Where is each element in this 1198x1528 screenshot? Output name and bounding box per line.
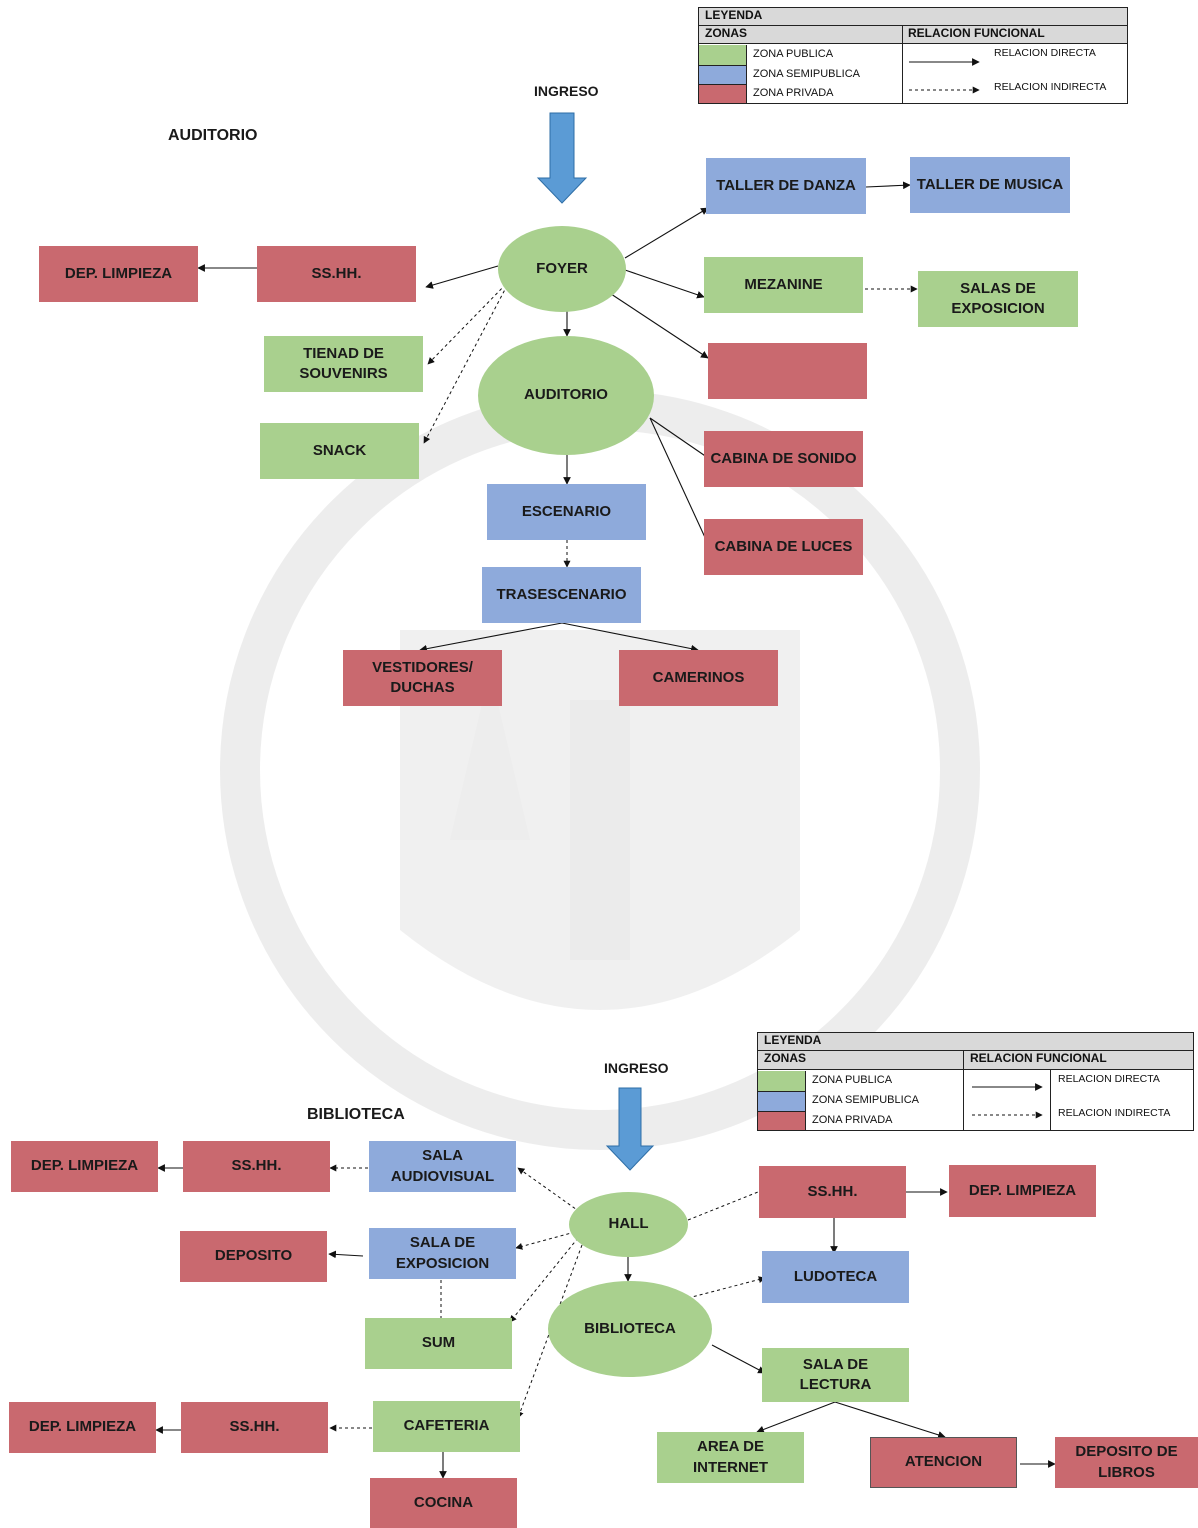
- node-taller-musica: TALLER DE MUSICA: [910, 157, 1070, 213]
- node-dep-limpieza-1: DEP. LIMPIEZA: [11, 1141, 158, 1192]
- edge-foyer-snack: [423, 279, 511, 444]
- legend-swatch-privada: [699, 84, 747, 103]
- node-sshh-1: SS.HH.: [183, 1141, 330, 1192]
- edge-danza-musica: [865, 181, 911, 190]
- legend-swatch-publica: [699, 45, 747, 65]
- node-hall: HALL: [569, 1192, 688, 1257]
- edge-foyer-tallerdanza: [624, 207, 709, 259]
- node-vestidores: VESTIDORES/ DUCHAS: [343, 650, 502, 706]
- ingreso-arrow-auditorio: [536, 112, 588, 204]
- legend-relacion-header: RELACION FUNCIONAL: [970, 1051, 1107, 1065]
- node-camerinos: CAMERINOS: [619, 650, 778, 706]
- biblioteca-ingreso-label: INGRESO: [604, 1060, 669, 1076]
- node-sshh-3: SS.HH.: [759, 1166, 906, 1218]
- legend-arrows: [909, 58, 980, 94]
- edge-lectura-atencion: [834, 1401, 946, 1439]
- legend-title: LEYENDA: [758, 1033, 1193, 1051]
- edge-biblioteca-lectura: [711, 1344, 766, 1374]
- node-deposito: DEPOSITO: [180, 1231, 327, 1282]
- node-souvenirs: TIENAD DE SOUVENIRS: [264, 336, 423, 392]
- legend-label-semipublica: ZONA SEMIPUBLICA: [812, 1094, 919, 1106]
- edge-foyer-mezanine: [624, 269, 705, 299]
- legend-swatch-semipublica: [758, 1091, 806, 1111]
- node-sum: SUM: [365, 1318, 512, 1369]
- legend-header-row: ZONAS RELACION FUNCIONAL: [758, 1051, 1193, 1070]
- legend-label-publica: ZONA PUBLICA: [753, 48, 834, 60]
- edge-foyer-sshh: [425, 265, 499, 289]
- legend-zonas-header: ZONAS: [705, 26, 747, 40]
- legend-label-publica: ZONA PUBLICA: [812, 1074, 893, 1086]
- edge-tras-vestidores: [419, 622, 563, 653]
- node-sshh: SS.HH.: [257, 246, 416, 302]
- edge-tras-camerinos: [561, 622, 699, 653]
- node-trasescenario: TRASESCENARIO: [482, 567, 641, 623]
- legend-title: LEYENDA: [699, 8, 1127, 26]
- node-deposito-libros: DEPOSITO DE LIBROS: [1055, 1437, 1198, 1488]
- node-blank-private: [708, 343, 867, 399]
- node-dep-limpieza-3: DEP. LIMPIEZA: [949, 1165, 1096, 1217]
- legend-label-directa: RELACION DIRECTA: [994, 47, 1096, 59]
- legend-zonas-header: ZONAS: [764, 1051, 806, 1065]
- node-sala-exposicion: SALA DE EXPOSICION: [369, 1228, 516, 1279]
- edge-hall-salaexpo: [515, 1231, 576, 1250]
- legend-relacion-header: RELACION FUNCIONAL: [908, 26, 1045, 40]
- edge-hall-sum: [509, 1237, 579, 1323]
- legend-header-row: ZONAS RELACION FUNCIONAL: [699, 26, 1127, 44]
- node-foyer: FOYER: [498, 226, 626, 312]
- node-cafeteria: CAFETERIA: [373, 1401, 520, 1452]
- legend-label-semipublica: ZONA SEMIPUBLICA: [753, 68, 860, 80]
- legend-label-privada: ZONA PRIVADA: [812, 1114, 893, 1126]
- node-biblioteca: BIBLIOTECA: [548, 1281, 712, 1377]
- edge-lectura-internet: [756, 1401, 836, 1434]
- auditorio-legend: LEYENDA ZONAS RELACION FUNCIONAL ZONA PU…: [698, 7, 1128, 104]
- edge-salaexpo-deposito: [328, 1250, 364, 1259]
- legend-label-indirecta: RELACION INDIRECTA: [994, 81, 1107, 93]
- edge-foyer-souvenirs: [427, 279, 511, 365]
- node-cocina: COCINA: [370, 1478, 517, 1528]
- auditorio-ingreso-label: INGRESO: [534, 83, 599, 99]
- node-taller-danza: TALLER DE DANZA: [706, 158, 866, 214]
- edge-biblioteca-ludoteca: [687, 1276, 766, 1299]
- legend-swatch-publica: [758, 1071, 806, 1091]
- node-ludoteca: LUDOTECA: [762, 1251, 909, 1303]
- node-auditorio: AUDITORIO: [478, 336, 654, 455]
- node-sala-lectura: SALA DE LECTURA: [762, 1348, 909, 1402]
- biblioteca-legend: LEYENDA ZONAS RELACION FUNCIONAL ZONA PU…: [757, 1032, 1194, 1131]
- legend-label-directa: RELACION DIRECTA: [1058, 1073, 1160, 1085]
- node-cabina-luces: CABINA DE LUCES: [704, 519, 863, 575]
- node-snack: SNACK: [260, 423, 419, 479]
- edge-auditorio-sonido: [649, 417, 715, 463]
- legend-label-privada: ZONA PRIVADA: [753, 87, 834, 99]
- node-escenario: ESCENARIO: [487, 484, 646, 540]
- node-dep-limpieza: DEP. LIMPIEZA: [39, 246, 198, 302]
- edge-auditorio-luces: [649, 417, 715, 558]
- node-atencion: ATENCION: [870, 1437, 1017, 1488]
- ingreso-arrow-biblioteca: [605, 1087, 655, 1171]
- legend-arrows: [972, 1083, 1043, 1119]
- edge-foyer-blank: [604, 289, 709, 359]
- node-salas-exposicion: SALAS DE EXPOSICION: [918, 271, 1078, 327]
- node-area-internet: AREA DE INTERNET: [657, 1432, 804, 1483]
- legend-label-indirecta: RELACION INDIRECTA: [1058, 1107, 1171, 1119]
- biblioteca-title: BIBLIOTECA: [307, 1106, 405, 1123]
- node-sala-audiovisual: SALA AUDIOVISUAL: [369, 1141, 516, 1192]
- legend-swatch-semipublica: [699, 65, 747, 84]
- node-dep-limpieza-2: DEP. LIMPIEZA: [9, 1402, 156, 1453]
- node-mezanine: MEZANINE: [704, 257, 863, 313]
- auditorio-title: AUDITORIO: [168, 127, 258, 144]
- edge-hall-audiovisual: [517, 1167, 581, 1213]
- legend-swatch-privada: [758, 1111, 806, 1130]
- node-cabina-sonido: CABINA DE SONIDO: [704, 431, 863, 487]
- edge-hall-sshh3: [687, 1187, 769, 1221]
- node-sshh-2: SS.HH.: [181, 1402, 328, 1453]
